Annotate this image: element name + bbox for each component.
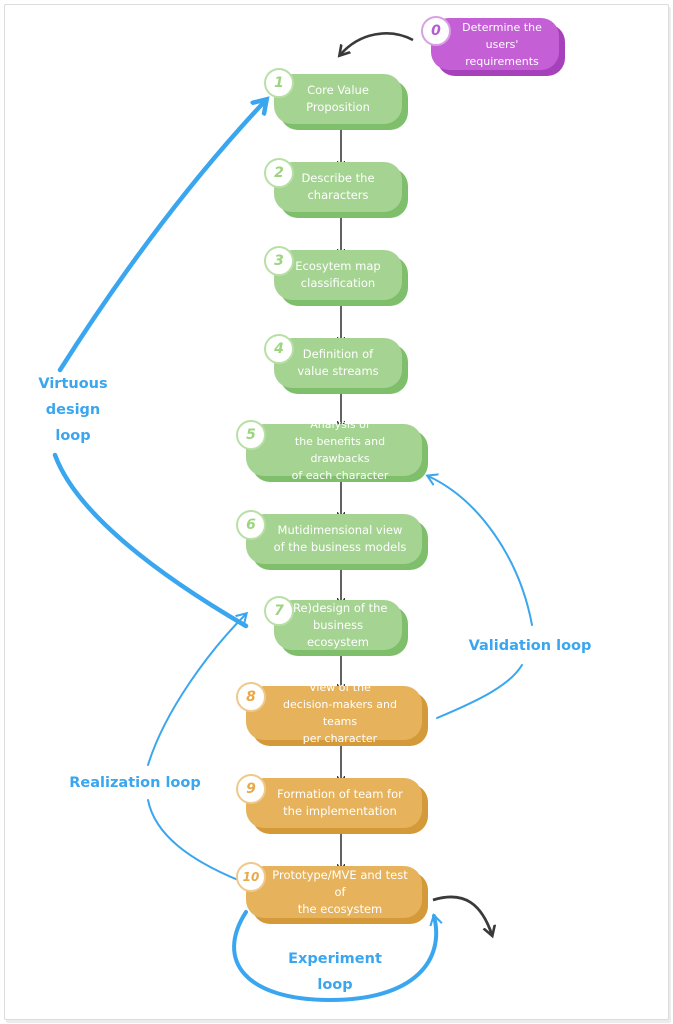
step-6-number: 6 <box>236 510 266 540</box>
step-0-number: 0 <box>421 16 451 46</box>
step-1: Core Value Proposition 1 <box>264 68 408 130</box>
experiment-loop <box>232 910 436 1003</box>
step-10-label: Prototype/MVE and test of the ecosystem <box>246 866 422 918</box>
step-7-number: 7 <box>264 596 294 626</box>
step-3: Ecosytem map classification 3 <box>264 246 408 306</box>
virtuous-loop-upper <box>57 100 266 373</box>
step-2: Describe the characters 2 <box>264 158 408 218</box>
step-3-number: 3 <box>264 246 294 276</box>
step-6: Mutidimensional view of the business mod… <box>236 510 428 570</box>
realization-loop-upper <box>147 614 246 766</box>
step-2-label: Describe the characters <box>274 162 402 212</box>
step-9-label: Formation of team for the implementation <box>246 778 422 828</box>
step-9: Formation of team for the implementation… <box>236 774 428 834</box>
step-8-label: View of the decision-makers and teams pe… <box>246 681 422 745</box>
step-8: View of the decision-makers and teams pe… <box>236 681 428 746</box>
step-9-number: 9 <box>236 774 266 804</box>
step-6-label: Mutidimensional view of the business mod… <box>246 514 422 564</box>
step-1-label: Core Value Proposition <box>274 74 402 124</box>
experiment-loop-label: Experiment loop <box>288 951 382 993</box>
step-4-label: Definition of value streams <box>274 338 402 388</box>
step-0-label: Determine the users' requirements <box>431 18 559 70</box>
step-4-number: 4 <box>264 334 294 364</box>
realization-loop-lower <box>147 799 239 881</box>
step-7: (Re)design of the business ecosystem 7 <box>264 596 408 656</box>
connector-0-1 <box>340 32 414 55</box>
step-0: Determine the users' requirements 0 <box>421 16 565 76</box>
validation-loop-upper <box>428 476 533 626</box>
validation-loop-lower <box>436 664 523 719</box>
step-5: Analysis of the benefits and drawbacks o… <box>236 418 428 482</box>
virtuous-loop-label: Virtuous design loop <box>38 376 108 444</box>
exit-arrow <box>432 895 492 935</box>
step-10-number: 10 <box>236 862 266 892</box>
step-1-number: 1 <box>264 68 294 98</box>
step-4: Definition of value streams 4 <box>264 334 408 394</box>
step-8-number: 8 <box>236 682 266 712</box>
realization-loop-label: Realization loop <box>69 775 201 791</box>
step-2-number: 2 <box>264 158 294 188</box>
step-3-label: Ecosytem map classification <box>274 250 402 300</box>
step-7-label: (Re)design of the business ecosystem <box>274 600 402 650</box>
validation-loop-label: Validation loop <box>468 638 592 654</box>
step-10: Prototype/MVE and test of the ecosystem … <box>236 862 428 924</box>
step-5-label: Analysis of the benefits and drawbacks o… <box>246 418 422 482</box>
virtuous-loop-lower <box>52 452 249 629</box>
step-5-number: 5 <box>236 420 266 450</box>
